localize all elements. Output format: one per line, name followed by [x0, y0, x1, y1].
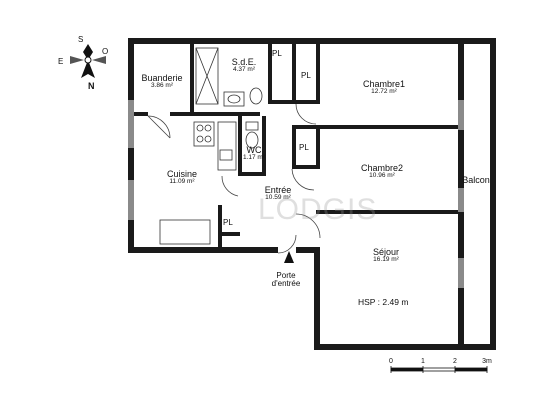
room-name: Cuisine — [166, 169, 198, 179]
entrance-label-line2: d'entrée — [271, 279, 301, 288]
room-chambre2: Chambre2 10.96 m² — [361, 164, 403, 180]
scale-label: 0 — [389, 358, 393, 365]
shower — [195, 47, 219, 105]
room-entree: Entrée 10.59 m² — [265, 186, 292, 202]
room-area: 10.96 m² — [369, 172, 395, 179]
room-area: 11.09 m² — [169, 178, 195, 185]
room-buanderie: Buanderie 3.86 m² — [141, 74, 182, 90]
room-name: Séjour — [372, 247, 400, 257]
closet-label: PL — [223, 218, 233, 227]
room-area: 3.86 m² — [150, 82, 174, 89]
entrance-label-line1: Porte — [276, 271, 296, 280]
room-area: 16.19 m² — [373, 256, 399, 263]
room-name: Entrée — [264, 185, 292, 195]
room-name: WC — [246, 145, 262, 155]
scale-label: 2 — [453, 358, 457, 365]
windows — [128, 100, 464, 288]
room-balcon: Balcon — [462, 175, 490, 185]
room-wc: WC 1.17 m² — [243, 146, 265, 162]
compass-icon — [70, 44, 106, 78]
room-name: Chambre1 — [362, 79, 406, 89]
room-area: 1.17 m² — [242, 154, 266, 161]
scale-bar — [390, 366, 488, 373]
toilet-wc — [245, 131, 259, 149]
scale-label: 1 — [421, 358, 425, 365]
watermark: LODGIS — [258, 193, 378, 226]
room-name: Buanderie — [141, 73, 183, 83]
door-swings — [147, 103, 321, 254]
kitchen-counter — [217, 121, 237, 171]
sink — [223, 91, 245, 107]
closet-label: PL — [272, 49, 282, 58]
compass-letter-w: O — [102, 47, 109, 56]
entrance-arrow — [284, 251, 294, 263]
closet-label: PL — [299, 143, 309, 152]
room-name: Chambre2 — [360, 163, 404, 173]
room-cuisine: Cuisine 11.09 m² — [167, 170, 197, 186]
compass-letter-e: E — [58, 57, 64, 66]
room-sde: S.d.E. 4.37 m² — [232, 58, 257, 74]
room-sejour: Séjour 16.19 m² — [373, 248, 399, 264]
ceiling-height: HSP : 2.49 m — [358, 297, 409, 307]
room-name: S.d.E. — [231, 57, 257, 67]
room-area: 10.59 m² — [265, 194, 291, 201]
compass-letter-s: S — [78, 35, 84, 44]
scale-label: 3m — [482, 358, 492, 365]
room-area: 12.72 m² — [371, 88, 397, 95]
toilet-sde — [249, 87, 263, 105]
closet-label: PL — [301, 71, 311, 80]
fixtures — [159, 47, 263, 245]
compass-letter-n: N — [88, 81, 95, 91]
room-area: 4.37 m² — [232, 66, 256, 73]
entrance-label: Porte d'entrée — [272, 272, 301, 288]
room-chambre1: Chambre1 12.72 m² — [363, 80, 405, 96]
table — [159, 219, 211, 245]
interior-walls — [134, 44, 458, 247]
stove — [193, 121, 215, 147]
